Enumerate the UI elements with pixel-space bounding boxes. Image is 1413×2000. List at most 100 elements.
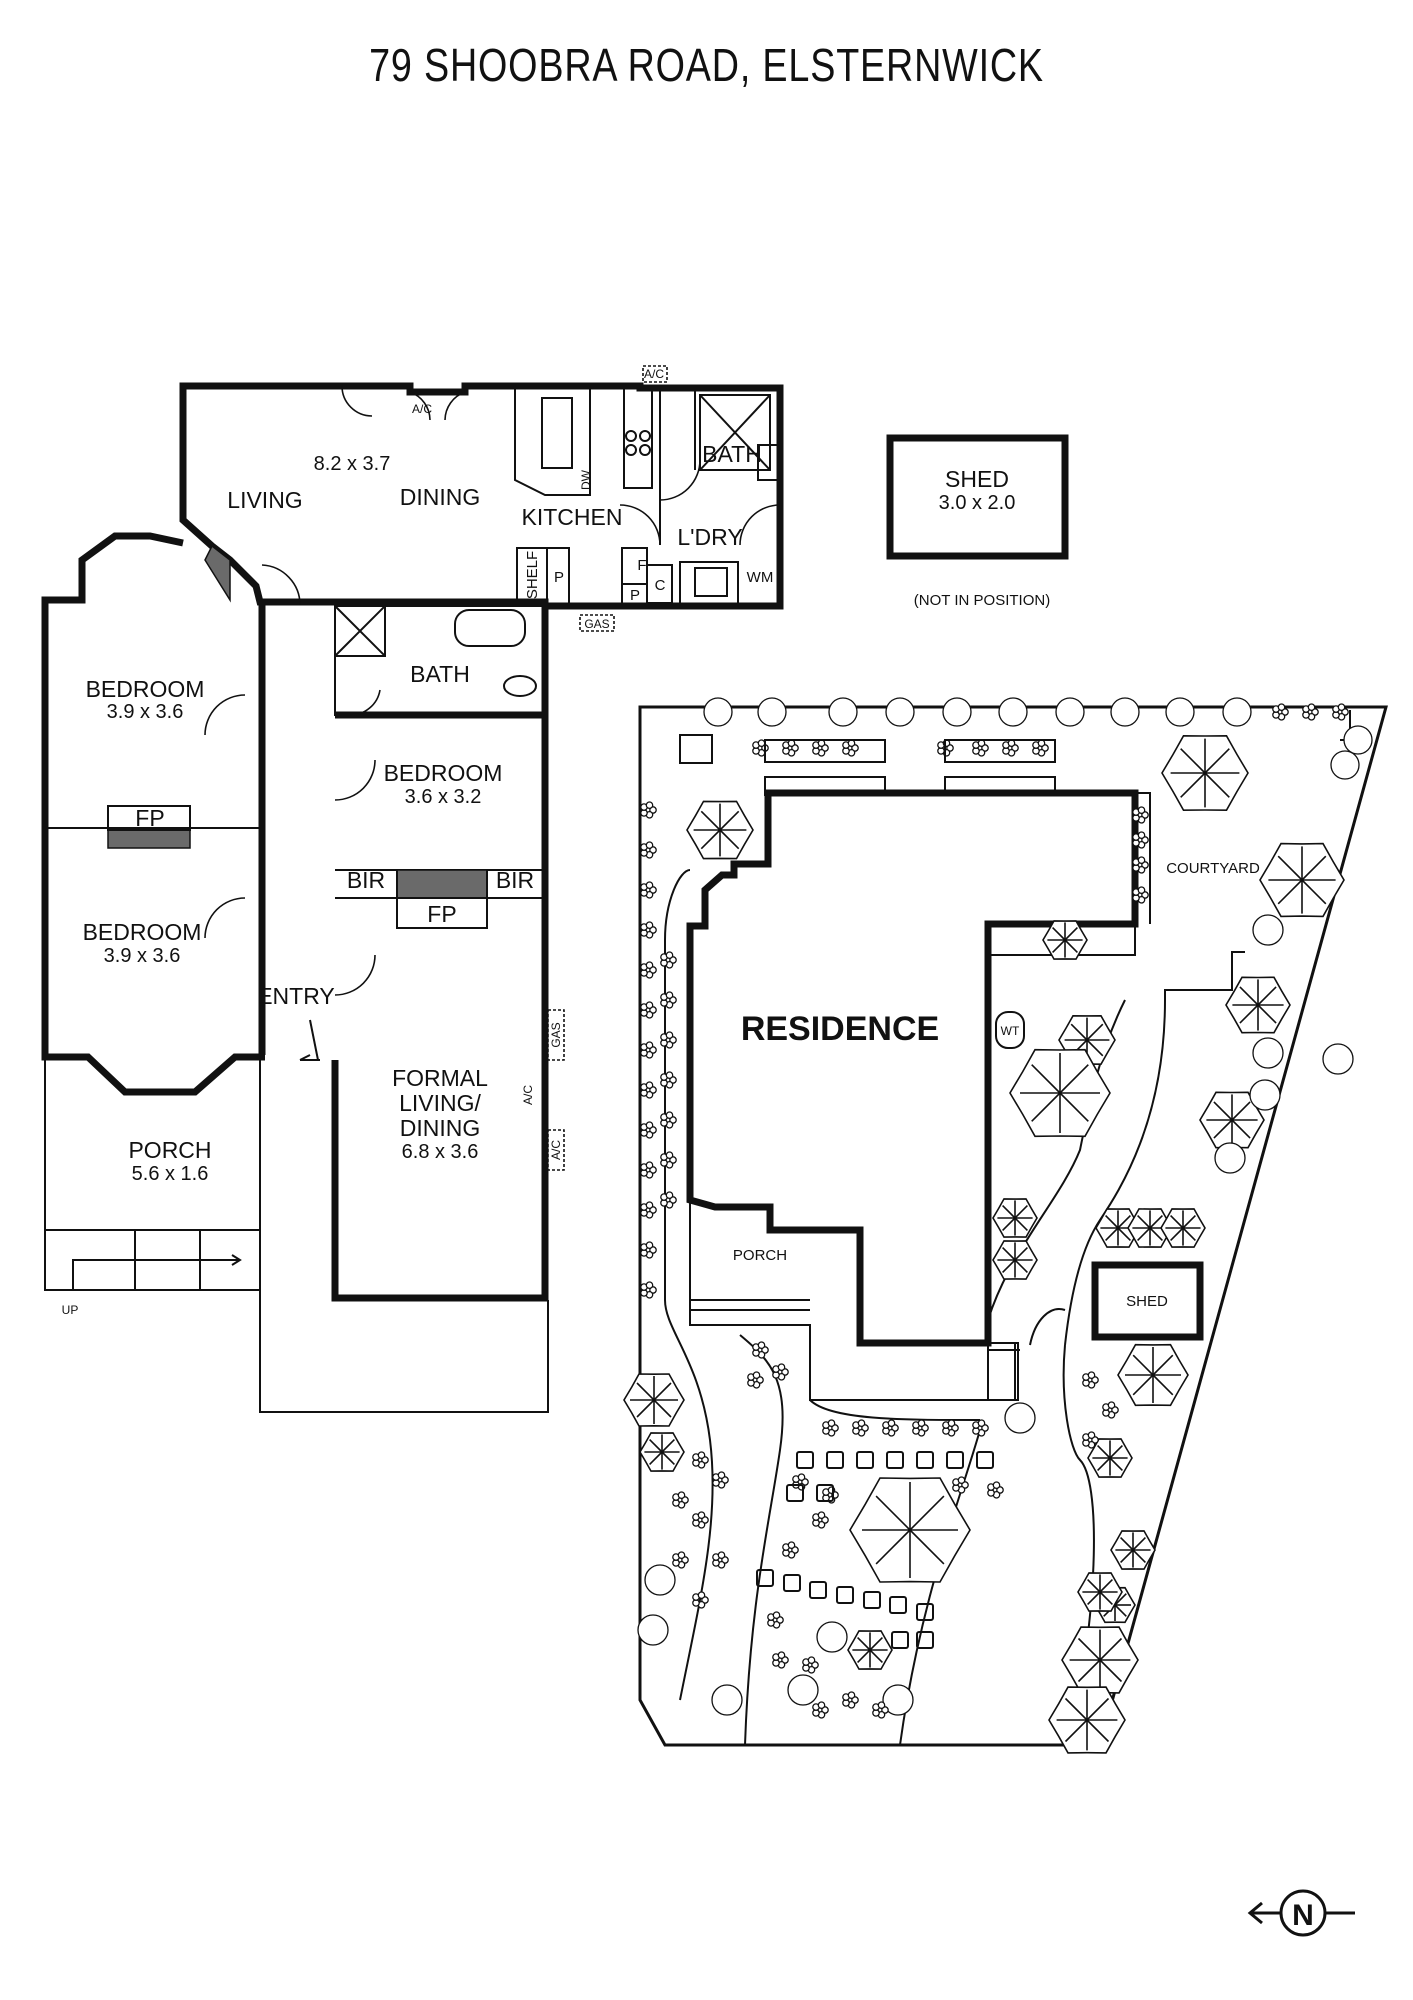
wm-label: WM [747,569,774,586]
plant [987,1481,1004,1499]
formal-line3: DINING [400,1115,481,1141]
shrub [828,697,858,727]
plant [660,991,677,1009]
shrub [703,697,733,727]
formal-dims: 6.8 x 3.6 [402,1141,479,1163]
shrub [1165,697,1195,727]
ac-label-2: A/C [644,367,664,381]
site-shed-label: SHED [1126,1293,1168,1310]
fridge-label: F [637,557,646,574]
plant [660,1031,677,1049]
bath-mid-label: BATH [410,661,470,687]
wt-label: WT [1001,1024,1020,1038]
plant [782,739,799,757]
shrub [1252,1037,1284,1069]
tree [1199,1091,1265,1149]
fp-label-left: FP [135,805,164,831]
plant [792,1473,809,1491]
plant [1302,703,1319,721]
plant [972,739,989,757]
site-porch-label: PORCH [733,1247,787,1264]
plant [640,1121,657,1139]
residence-label: RESIDENCE [741,1010,939,1048]
plant [640,841,657,859]
plant [747,1371,764,1389]
living-label: LIVING [227,487,302,513]
plant [692,1591,709,1609]
bedroom-mid-dims: 3.6 x 3.2 [405,786,482,808]
plant [1082,1431,1099,1449]
shrub [1055,697,1085,727]
shrub [1110,697,1140,727]
plant [852,1419,869,1437]
plant [640,1001,657,1019]
plant [640,801,657,819]
plant [772,1363,789,1381]
hedge-row [703,697,1373,780]
tree [847,1630,893,1670]
plant [1132,856,1149,874]
plant [842,1691,859,1709]
pantry-label: P [554,569,564,586]
gas-label-2: GAS [549,1022,563,1047]
plant [812,739,829,757]
porch-dims: 5.6 x 1.6 [132,1163,209,1185]
floor-plan: LIVING DINING 8.2 x 3.7 KITCHEN BATH L'D… [41,365,1069,1413]
shrub [711,1684,743,1716]
plant [660,1191,677,1209]
plant [972,1419,989,1437]
plant [912,1419,929,1437]
plant [640,881,657,899]
bath-rear-label: BATH [702,441,762,467]
tree [1259,842,1345,918]
tree [1009,1048,1111,1138]
plant [672,1551,689,1569]
plant [1002,739,1019,757]
shrub [1343,725,1373,755]
compass-letter: N [1292,1899,1314,1932]
plant [1132,831,1149,849]
ac-label-3: A/C [521,1085,535,1105]
plant [1272,703,1289,721]
tree [992,1198,1038,1238]
shrubs [637,739,1354,1719]
tree [1110,1530,1156,1570]
plant [660,1111,677,1129]
plant [640,1081,657,1099]
plant [1132,806,1149,824]
plant [782,1541,799,1559]
plant [842,739,859,757]
plant [660,1151,677,1169]
north-compass: N [1247,1889,1355,1937]
formal-line1: FORMAL [392,1065,488,1091]
plant [952,1476,969,1494]
shrub [882,1684,914,1716]
tree [1061,1626,1139,1694]
fp-label-mid: FP [427,901,456,927]
site-plan: RESIDENCE COURTYARD PORCH SHED WT [623,697,1388,1754]
pantry-label-2: P [630,587,640,604]
shrub [816,1621,848,1653]
plant [942,1419,959,1437]
tree [1095,1208,1141,1248]
plant [660,951,677,969]
shrub [1004,1402,1036,1434]
shrub [637,1614,669,1646]
courtyard-label: COURTYARD [1166,860,1260,877]
tree [639,1432,685,1472]
plant [640,921,657,939]
plant [1132,886,1149,904]
plant [872,1701,889,1719]
bir-label-right: BIR [496,867,534,893]
entry-label: ENTRY [257,983,335,1009]
plant [882,1419,899,1437]
tree [1117,1343,1189,1407]
page-title: 79 SHOOBRA ROAD, ELSTERNWICK [369,39,1044,91]
plant [712,1471,729,1489]
cupboard-label: C [655,577,666,594]
plant [1102,1401,1119,1419]
plant [640,1241,657,1259]
tree [623,1373,685,1427]
plant [752,1341,769,1359]
up-label: UP [62,1303,79,1317]
